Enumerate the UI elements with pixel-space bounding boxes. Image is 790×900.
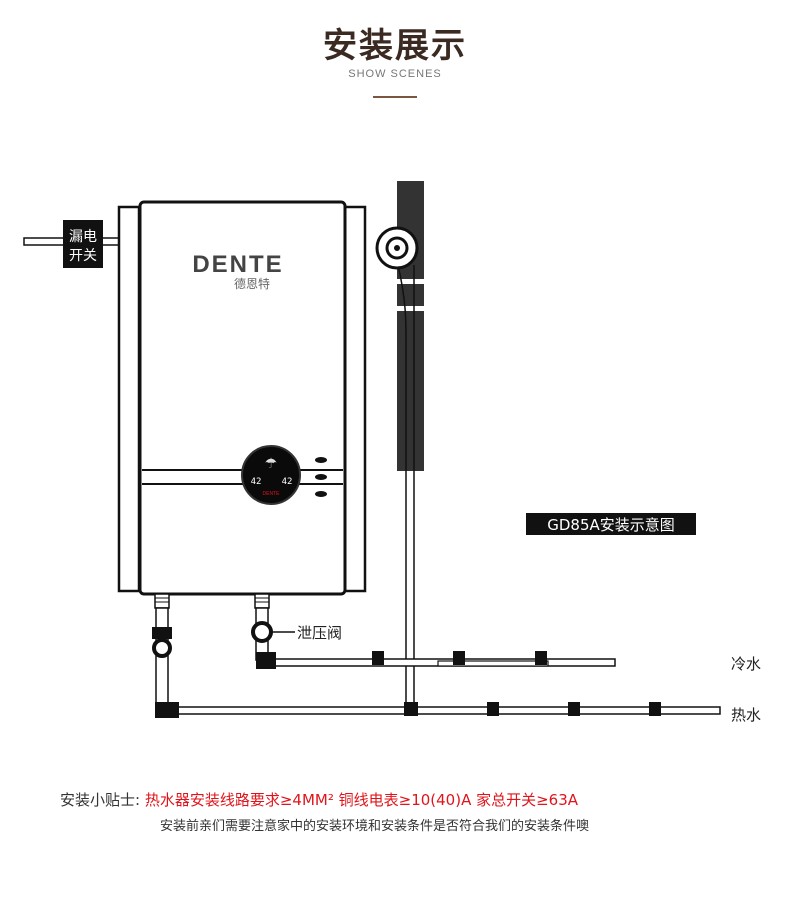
heater-body (138, 200, 347, 596)
hot-water-label: 热水 (731, 706, 761, 724)
pressure-valve (251, 621, 273, 643)
cold-water-label: 冷水 (731, 655, 761, 673)
control-button-1 (315, 457, 327, 463)
cold-water-sleeve (437, 660, 549, 667)
left-bracket (117, 205, 141, 593)
title-divider (373, 96, 417, 98)
control-button-3 (315, 491, 327, 497)
page-title: 安装展示 (323, 26, 467, 66)
shower-rail-bottom (397, 311, 424, 471)
hot-tee-shower (404, 702, 418, 716)
valve-nut-left (152, 638, 172, 658)
shower-icon: ☂ (265, 456, 278, 472)
page-subtitle: SHOW SCENES (348, 68, 442, 80)
hot-elbow (155, 702, 179, 718)
breaker-box (63, 220, 103, 268)
valve-label: 泄压阀 (297, 624, 342, 642)
model-caption: GD85A安装示意图 (547, 516, 675, 534)
cold-clamp-2 (453, 651, 465, 665)
cold-elbow (256, 652, 276, 669)
outlet-thread-right (254, 593, 270, 609)
shower-head-core (394, 245, 400, 251)
inlet-thread-left (154, 593, 170, 609)
install-tips: 安装小贴士: 热水器安装线路要求≥4MM² 铜线电表≥10(40)A 家总开关≥… (60, 789, 578, 810)
hot-clamp-1 (487, 702, 499, 716)
control-button-2 (315, 474, 327, 480)
tips-prefix: 安装小贴士: (60, 791, 141, 809)
display-temp-right: 42 (282, 477, 293, 487)
breaker-label-line2: 开关 (69, 248, 97, 264)
tips-requirements: 热水器安装线路要求≥4MM² 铜线电表≥10(40)A 家总开关≥63A (144, 791, 579, 809)
display-temp-left: 42 (251, 477, 262, 487)
model-caption-box (526, 513, 696, 535)
brand-logo-cn: 德恩特 (234, 276, 270, 291)
display-brand: DENTE (263, 491, 281, 497)
control-display (241, 445, 301, 505)
hot-clamp-2 (568, 702, 580, 716)
brand-logo: DENTE (192, 251, 283, 278)
hot-water-pipe (171, 706, 721, 715)
shower-hose (397, 264, 415, 702)
cold-clamp-3 (535, 651, 547, 665)
breaker-label-line1: 漏电 (69, 229, 97, 245)
power-cable (23, 237, 65, 246)
cold-clamp-1 (372, 651, 384, 665)
shower-rail-mid (397, 284, 424, 306)
tips-note: 安装前亲们需要注意家中的安装环境和安装条件是否符合我们的安装条件噢 (160, 819, 590, 834)
right-bracket (343, 205, 367, 593)
stop-valve-left (152, 627, 172, 639)
hot-clamp-3 (649, 702, 661, 716)
